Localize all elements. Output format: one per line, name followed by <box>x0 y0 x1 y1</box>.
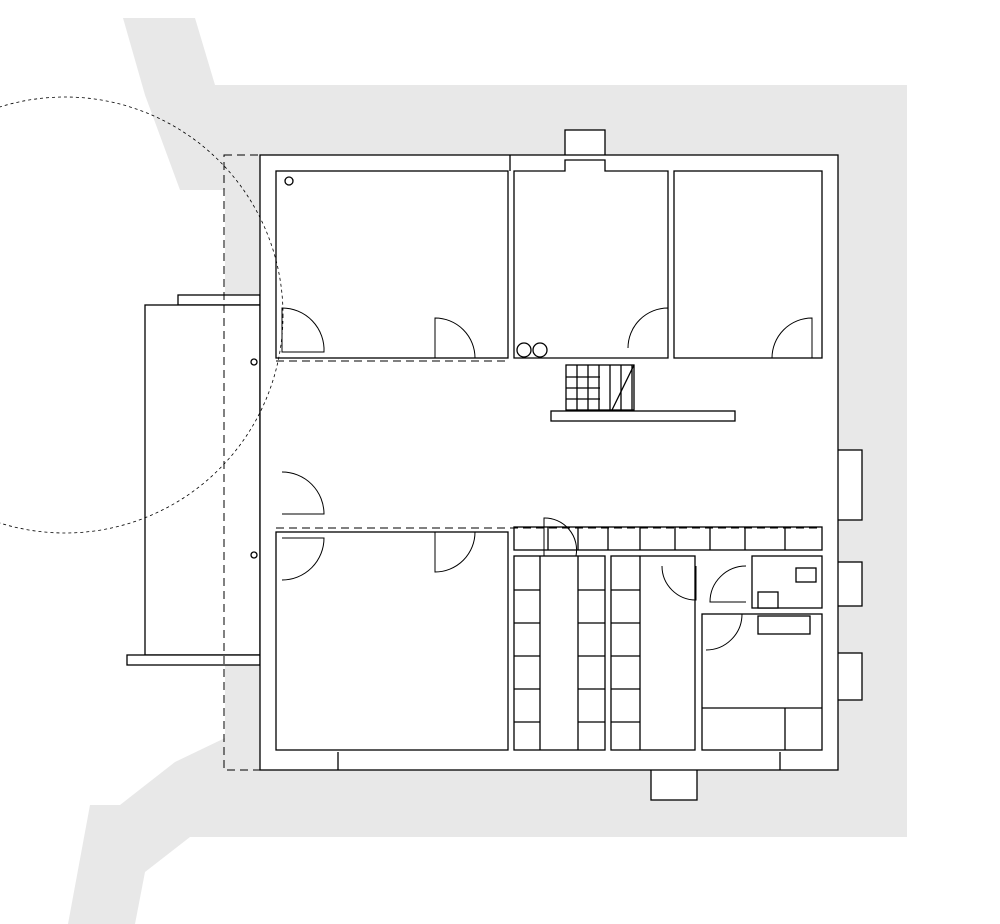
doors <box>281 307 813 651</box>
storage-1 <box>513 555 606 751</box>
dashed-lines <box>0 96 822 771</box>
room-top-left <box>275 170 509 359</box>
porch <box>126 294 261 666</box>
room-bottom-right <box>701 613 823 751</box>
room-top-right <box>673 170 823 359</box>
shelves <box>514 527 786 750</box>
storage-2 <box>610 555 696 751</box>
stairs <box>550 364 736 422</box>
room-bottom-left <box>275 531 509 751</box>
rooms <box>275 159 823 751</box>
room-top-middle <box>513 159 669 359</box>
